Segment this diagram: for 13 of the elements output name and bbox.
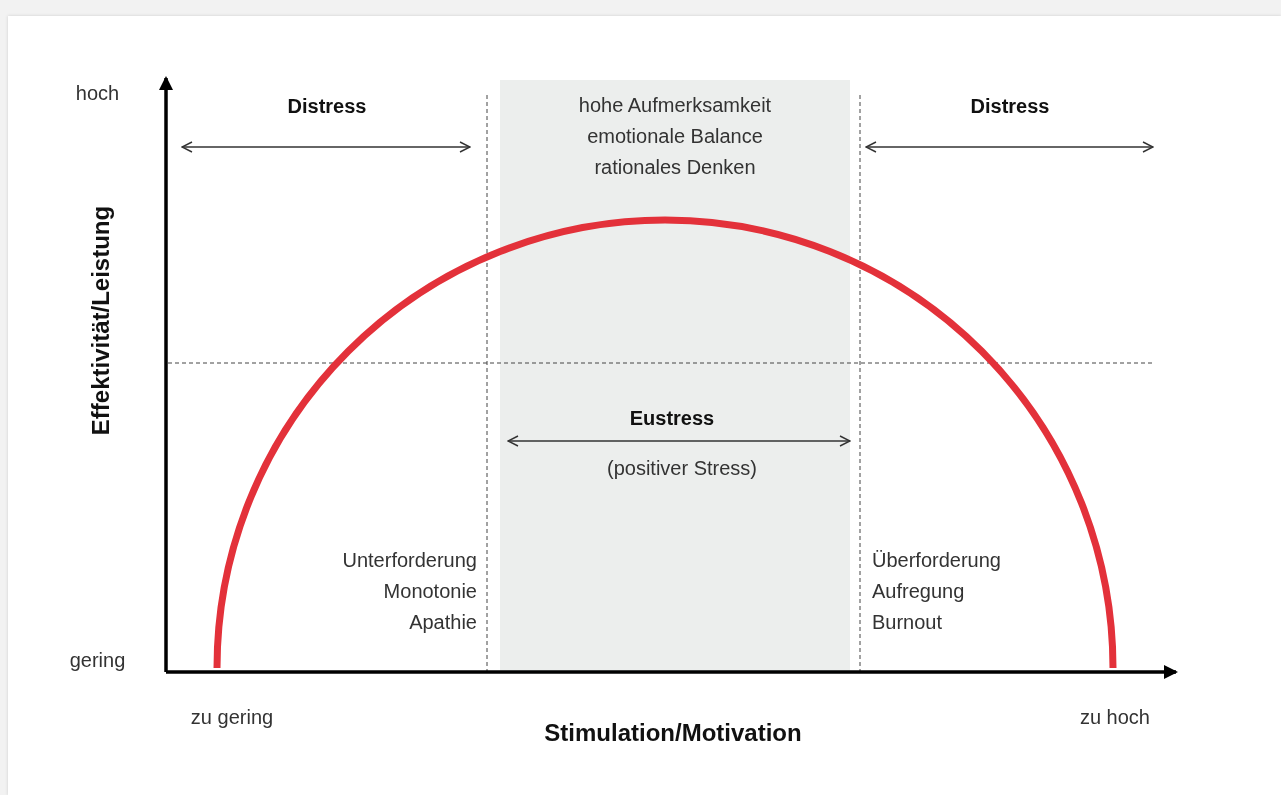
zone-label: Distress xyxy=(286,94,368,119)
axis-tick-label: hoch xyxy=(74,81,121,106)
zone-description: Überforderung Aufregung Burnout xyxy=(872,548,1002,635)
zone-note: (positiver Stress) xyxy=(606,456,758,481)
zone-label: Eustress xyxy=(628,406,716,431)
zone-description: hohe Aufmerksamkeit emotionale Balance rationales Denken xyxy=(577,93,773,180)
axis-tick-label: zu hoch xyxy=(1078,705,1150,730)
axis-tick-label: gering xyxy=(68,648,127,673)
zone-label: Distress xyxy=(969,94,1051,119)
axis-tick-label: zu gering xyxy=(189,705,275,730)
axis-title: Stimulation/Motivation xyxy=(543,718,803,748)
axis-title: Effektivität/Leistung xyxy=(85,204,115,438)
zone-description: Unterforderung Monotonie Apathie xyxy=(341,548,477,635)
